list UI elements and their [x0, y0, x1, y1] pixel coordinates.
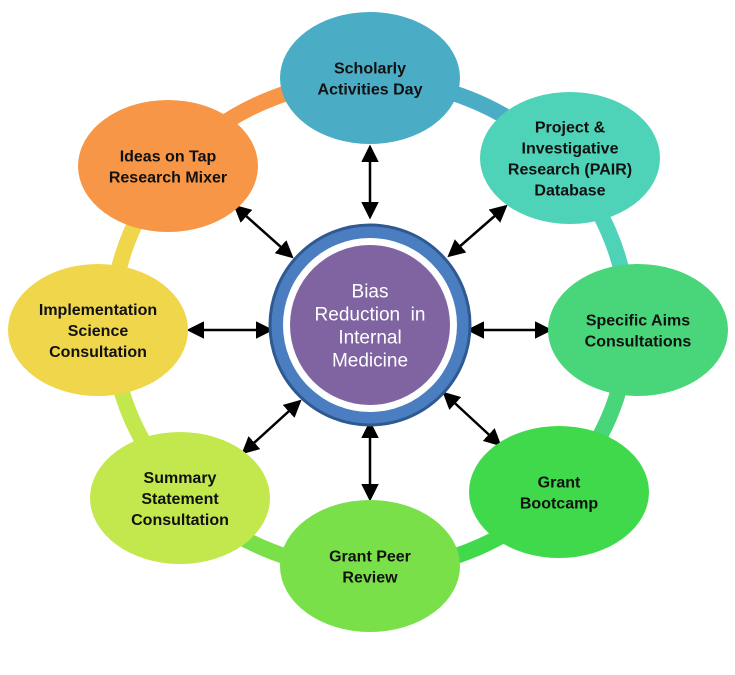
hub-inner-circle [290, 245, 450, 405]
node-label-line: Specific Aims [586, 313, 690, 330]
arrow-to-pair-database [447, 204, 508, 258]
node-ellipse [280, 12, 460, 144]
arrow-to-grant-bootcamp [442, 391, 502, 447]
node-label-line: Summary [144, 470, 217, 487]
node-ellipse [90, 432, 270, 564]
node-ellipse [8, 264, 188, 396]
node-label-line: Grant [538, 475, 581, 492]
node-label-line: Consultations [585, 334, 692, 351]
node-ellipse [78, 100, 258, 232]
node-label-line: Research Mixer [109, 170, 227, 187]
node-label-line: Science [68, 323, 129, 340]
node-label-line: Ideas on Tap [120, 149, 217, 166]
node-label-line: Statement [141, 491, 219, 508]
hub-label-line: Internal [338, 328, 401, 349]
node-label-line: Scholarly [334, 61, 406, 78]
node-label-line: Bootcamp [520, 496, 598, 513]
node-label-line: Consultation [131, 512, 229, 529]
node-ellipse [548, 264, 728, 396]
arrow-to-summary-statement-consultation [241, 399, 302, 455]
arrow-group [186, 144, 553, 502]
node-label-line: Consultation [49, 344, 147, 361]
node-label-line: Activities Day [318, 82, 423, 99]
node-label-line: Project & [535, 120, 606, 137]
arrow-to-ideas-on-tap-research-mixer [233, 204, 294, 259]
node-label-line: Research (PAIR) [508, 162, 632, 179]
node-ellipse [280, 500, 460, 632]
node-label-line: Grant Peer [329, 549, 411, 566]
node-label-line: Database [534, 183, 605, 200]
hub-label-line: Medicine [332, 351, 408, 372]
node-label-line: Implementation [39, 302, 157, 319]
hub-label-line: Bias [352, 282, 389, 303]
node-label-line: Review [342, 570, 398, 587]
hub-label-line: Reduction in [315, 305, 426, 326]
node-ellipse [480, 92, 660, 224]
node-label-line: Investigative [522, 141, 619, 158]
node-ellipse [469, 426, 649, 558]
